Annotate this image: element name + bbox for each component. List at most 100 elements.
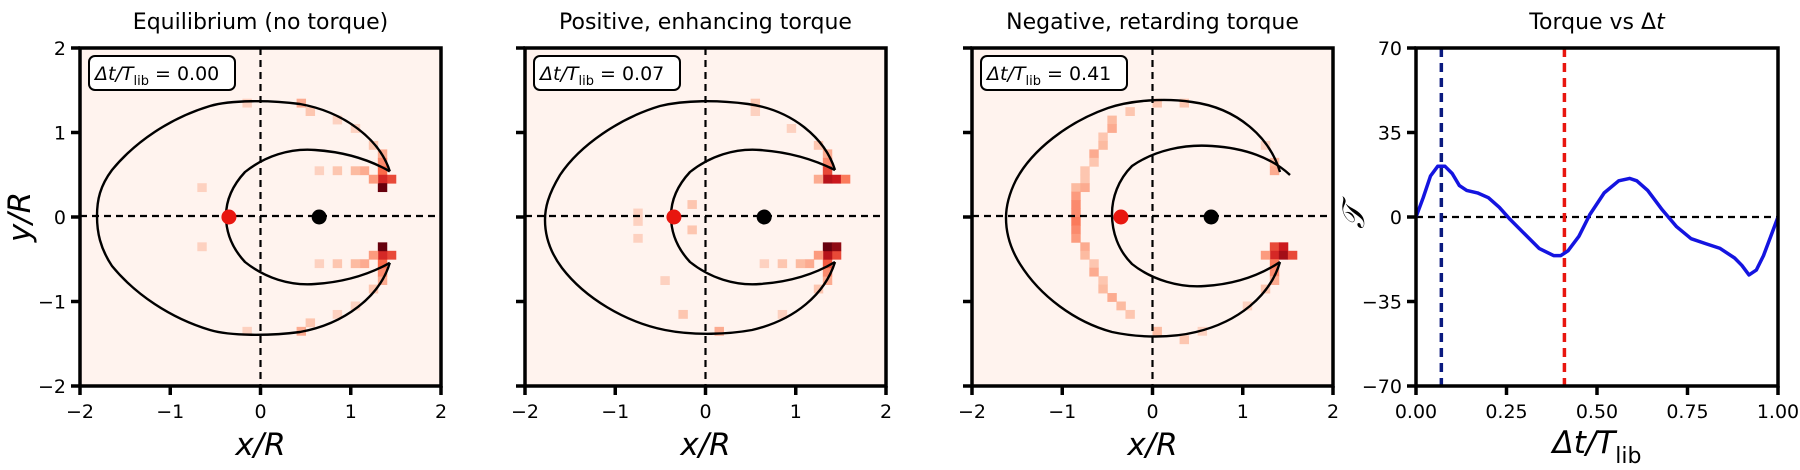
heatmap-cell xyxy=(1080,183,1090,193)
heatmap-cell xyxy=(1071,233,1081,243)
heatmap-cell xyxy=(1269,250,1280,260)
heatmap-cell xyxy=(1098,284,1108,294)
heatmap-cell xyxy=(822,242,833,252)
marker-red-point xyxy=(666,209,682,225)
heatmap-cell xyxy=(1071,183,1081,193)
svg-text:Δt/Tlib = 0.07: Δt/Tlib = 0.07 xyxy=(538,63,664,89)
marker-black-point xyxy=(756,209,772,225)
x-tick-label: 1 xyxy=(345,401,357,423)
heatmap-cell xyxy=(1080,166,1090,176)
heatmap-cell xyxy=(377,259,388,269)
heatmap-cell xyxy=(1125,309,1135,319)
torque-series-line xyxy=(1416,164,1778,277)
heatmap-cell xyxy=(1080,250,1090,260)
heatmap-cell xyxy=(242,326,252,336)
contour-outer xyxy=(1004,98,1282,338)
marker-black-point xyxy=(311,209,327,225)
heatmap-cell xyxy=(1089,157,1099,167)
heatmap-cell xyxy=(750,107,761,116)
heatmap-cell xyxy=(1260,140,1271,150)
heatmap-cell xyxy=(1269,267,1280,277)
heatmap-cell xyxy=(1071,217,1081,226)
x-tick-label: 0.00 xyxy=(1395,401,1437,423)
heatmap-cell xyxy=(377,166,388,176)
heatmap-cell xyxy=(1089,259,1099,269)
x-tick-label: 2 xyxy=(880,401,892,423)
heatmap-cell xyxy=(1071,208,1081,218)
x-tick-label: −2 xyxy=(66,401,94,423)
heatmap-cell xyxy=(368,174,379,184)
heatmap-cell xyxy=(1089,267,1099,277)
marker-red-point xyxy=(1113,209,1129,225)
heatmap-cell xyxy=(822,267,833,277)
annotation-subscript: lib xyxy=(1025,74,1040,89)
heatmap-cell xyxy=(368,284,379,294)
y-axis-label: 𝒯 xyxy=(1336,196,1372,229)
vlines xyxy=(1439,48,1567,386)
heatmap-cell xyxy=(1089,149,1099,159)
svg-text:Δt/Tlib = 0.00: Δt/Tlib = 0.00 xyxy=(93,63,219,89)
heatmap-cell xyxy=(633,208,643,218)
x-tick-label: 1 xyxy=(1237,401,1249,423)
y-axis-label: y/R xyxy=(2,192,38,243)
svg-text:Δt/Tlib: Δt/Tlib xyxy=(1551,425,1642,469)
chart-title: Torque vs Δ xyxy=(1528,10,1656,35)
series-lines xyxy=(1416,164,1778,277)
heatmap-cell xyxy=(350,259,361,269)
heatmap-cell xyxy=(368,250,379,260)
heatmap-cell xyxy=(1152,98,1162,108)
heatmap-cell xyxy=(813,140,824,150)
annotation-label: Δt/T xyxy=(538,63,580,85)
y-tick-label: 0 xyxy=(1390,207,1402,229)
heatmap-cell xyxy=(813,250,824,260)
heatmap-cell xyxy=(660,276,670,285)
y-tick-label: 35 xyxy=(1378,123,1402,145)
heatmap-cell xyxy=(822,166,833,176)
chart-title: Positive, enhancing torque xyxy=(559,10,852,35)
heatmap-cell xyxy=(332,309,343,319)
heatmap-cell xyxy=(1269,259,1280,269)
x-tick-label: 0 xyxy=(1146,401,1158,423)
annotation-frame xyxy=(533,55,681,91)
heatmap-cell xyxy=(1071,225,1081,235)
annotation-frame xyxy=(88,55,236,91)
x-axis-label: x/R xyxy=(679,427,730,463)
heatmap-cell xyxy=(687,200,697,209)
heatmap-cell xyxy=(804,259,815,269)
marker-black-point xyxy=(1203,209,1219,225)
heatmap-cell xyxy=(831,250,842,260)
heatmap-cell xyxy=(687,225,697,235)
heatmap-cell xyxy=(305,318,316,328)
x-axis-label: x/R xyxy=(1126,427,1177,463)
heatmap-cell xyxy=(1269,166,1280,176)
heatmap-cell xyxy=(377,250,388,260)
annotation-box: Δt/Tlib = 0.07 xyxy=(533,55,681,91)
y-ticks xyxy=(516,46,525,388)
heatmap-cell xyxy=(1278,250,1289,260)
heatmap-cell xyxy=(1071,200,1081,209)
x-tick-label: −2 xyxy=(511,401,539,423)
heatmap-cell xyxy=(1179,335,1189,345)
heatmap-cell xyxy=(777,259,788,269)
y-tick-label: −35 xyxy=(1362,292,1402,314)
contour-inner xyxy=(1110,144,1291,288)
heatmap-cell xyxy=(377,183,388,193)
markers xyxy=(666,209,772,225)
heatmap-cell xyxy=(1080,174,1090,184)
heatmap-cell xyxy=(1098,276,1108,285)
heatmap-cell xyxy=(1107,293,1117,302)
annotation-box: Δt/Tlib = 0.41 xyxy=(980,55,1128,91)
marker-red-point xyxy=(221,209,237,225)
x-tick-label: 2 xyxy=(435,401,447,423)
y-ticks xyxy=(963,46,972,388)
x-tick-label: 0.50 xyxy=(1576,401,1618,423)
annotation-frame xyxy=(980,55,1128,91)
annotation-value: = 0.41 xyxy=(1041,63,1111,85)
contour-lines xyxy=(1004,98,1291,338)
heatmap-cell xyxy=(633,217,643,226)
